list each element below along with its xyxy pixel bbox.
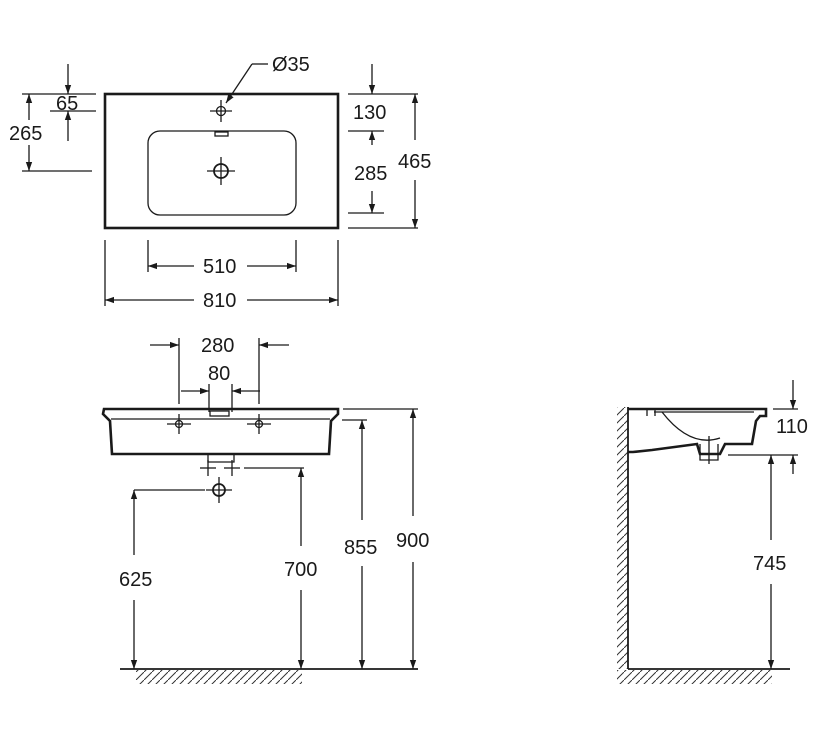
wall-hatching bbox=[617, 407, 628, 669]
basin-outline-top bbox=[103, 92, 340, 230]
overflow-slot bbox=[214, 131, 229, 137]
dim-700-label: 700 bbox=[284, 559, 317, 581]
dim-65-label: 65 bbox=[56, 93, 78, 115]
dim-625-label: 625 bbox=[119, 569, 152, 591]
bowl-outline-top bbox=[147, 130, 297, 216]
basin-front-outline bbox=[101, 407, 340, 456]
drain-outlet-front bbox=[207, 454, 235, 463]
tap-hole-symbol bbox=[210, 100, 232, 122]
floor-hatching-side bbox=[617, 670, 772, 684]
dim-265-label: 265 bbox=[9, 123, 42, 145]
top-view: Ø35 65 265 130 285 465 510 810 bbox=[9, 54, 431, 312]
dim-465-label: 465 bbox=[398, 151, 431, 173]
tap-hole-left-symbol bbox=[167, 414, 191, 434]
overflow-front bbox=[209, 410, 230, 417]
floor-hatching-front bbox=[136, 670, 302, 684]
drain-symbol bbox=[207, 157, 235, 185]
dim-510-label: 510 bbox=[203, 256, 236, 278]
dim-80-label: 80 bbox=[208, 363, 230, 385]
waste-symbol bbox=[206, 477, 232, 503]
dim-745-label: 745 bbox=[753, 553, 786, 575]
basin-side-bowl-curve bbox=[661, 411, 721, 441]
fixing-point-symbols bbox=[200, 460, 240, 476]
dim-855-label: 855 bbox=[344, 537, 377, 559]
dim-900-label: 900 bbox=[396, 530, 429, 552]
tap-hole-right-symbol bbox=[247, 414, 271, 434]
side-view: 110 745 bbox=[617, 380, 808, 684]
front-view: 280 80 bbox=[101, 335, 429, 684]
hole-diameter-label: Ø35 bbox=[272, 54, 310, 76]
basin-side-profile bbox=[628, 407, 768, 456]
diameter-leader bbox=[225, 63, 253, 104]
dim-810-label: 810 bbox=[203, 290, 236, 312]
dim-130-label: 130 bbox=[353, 102, 386, 124]
dim-285-label: 285 bbox=[354, 163, 387, 185]
dim-110-label: 110 bbox=[776, 416, 808, 438]
dim-280-label: 280 bbox=[201, 335, 234, 357]
